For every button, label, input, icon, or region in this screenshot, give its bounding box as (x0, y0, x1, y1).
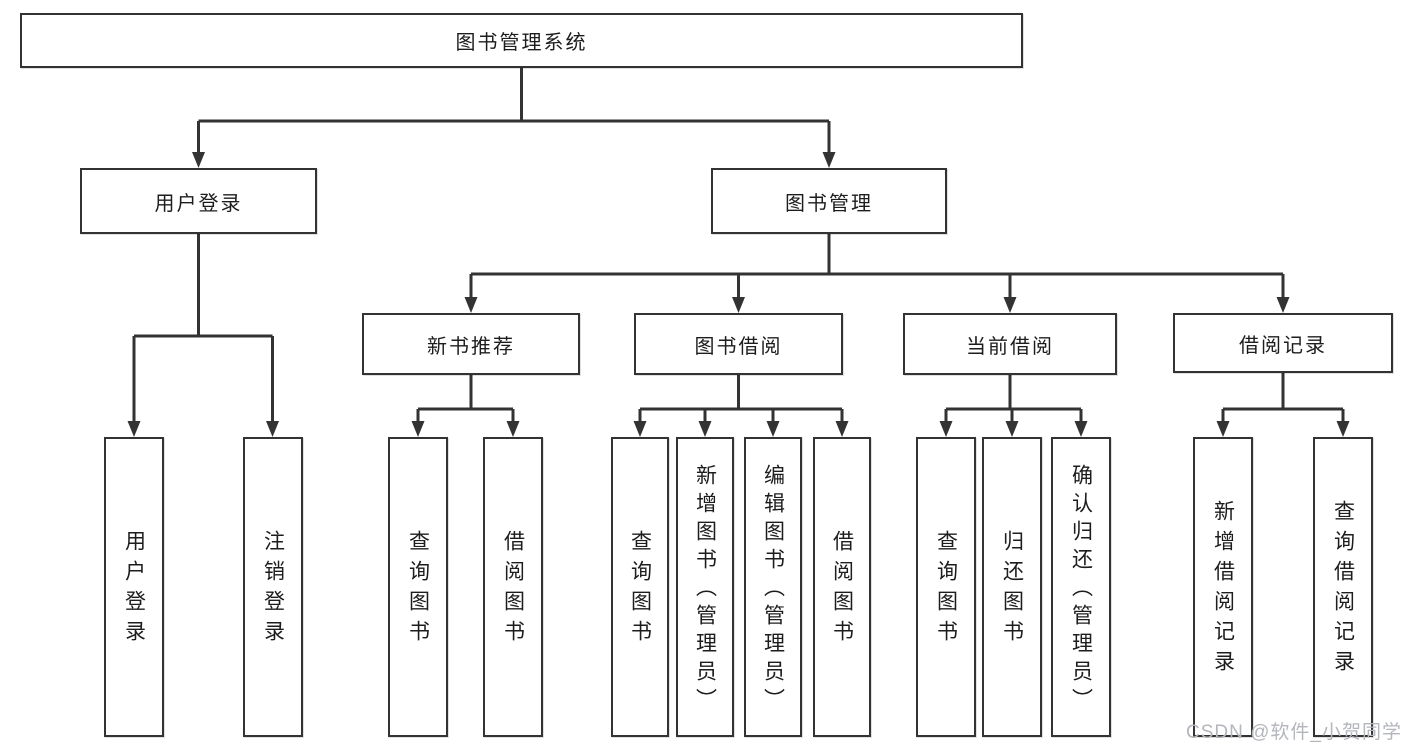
leaf-borrow-query-books-label: 查询图书 (628, 530, 652, 650)
leaf-borrow-borrow-books-label: 借阅图书 (830, 530, 854, 650)
leaf-user-login-label: 用户登录 (122, 530, 146, 650)
connector-login-to-leaves (132, 234, 274, 422)
leaf-edit-book-admin: 编辑图书（管理员） (744, 437, 802, 737)
leaf-add-book-admin: 新增图书（管理员） (676, 437, 734, 737)
leaf-add-borrow-record-label: 新增借阅记录 (1211, 500, 1235, 680)
node-borrow-records: 借阅记录 (1173, 313, 1393, 373)
leaf-recommend-query-books: 查询图书 (388, 437, 448, 737)
node-user-login-label: 用户登录 (154, 192, 243, 215)
node-new-book-recommend: 新书推荐 (362, 313, 580, 375)
leaf-logout: 注销登录 (243, 437, 303, 737)
node-root-library-system: 图书管理系统 (20, 13, 1023, 68)
connector-current-to-leaves (944, 375, 1083, 422)
node-user-login: 用户登录 (80, 168, 317, 234)
connector-borrow-to-leaves (638, 375, 844, 422)
leaf-recommend-borrow-books: 借阅图书 (483, 437, 543, 737)
node-book-borrow-label: 图书借阅 (694, 335, 783, 358)
node-current-borrow-label: 当前借阅 (966, 335, 1054, 358)
leaf-confirm-return-admin-label: 确认归还（管理员） (1069, 464, 1093, 716)
node-book-management-label: 图书管理 (785, 192, 873, 215)
leaf-confirm-return-admin: 确认归还（管理员） (1051, 437, 1111, 737)
node-new-book-recommend-label: 新书推荐 (427, 335, 515, 358)
arrowheads (127, 152, 1350, 437)
leaf-recommend-query-books-label: 查询图书 (406, 530, 430, 650)
leaf-edit-book-admin-label: 编辑图书（管理员） (761, 464, 785, 716)
leaf-return-books: 归还图书 (982, 437, 1042, 737)
leaf-borrow-borrow-books: 借阅图书 (813, 437, 871, 737)
connector-records-to-leaves (1221, 373, 1345, 422)
leaf-current-query-books-label: 查询图书 (934, 530, 958, 650)
leaf-query-borrow-record-label: 查询借阅记录 (1331, 500, 1355, 680)
leaf-user-login: 用户登录 (104, 437, 164, 737)
node-borrow-records-label: 借阅记录 (1239, 334, 1327, 357)
connector-root-to-level2 (197, 68, 831, 153)
leaf-recommend-borrow-books-label: 借阅图书 (501, 530, 525, 650)
node-book-borrow: 图书借阅 (634, 313, 843, 375)
node-current-borrow: 当前借阅 (903, 313, 1117, 375)
leaf-logout-label: 注销登录 (261, 530, 285, 650)
leaf-borrow-query-books: 查询图书 (611, 437, 669, 737)
leaf-return-books-label: 归还图书 (1000, 530, 1024, 650)
leaf-add-book-admin-label: 新增图书（管理员） (693, 464, 717, 716)
node-book-management: 图书管理 (711, 168, 947, 234)
leaf-current-query-books: 查询图书 (916, 437, 976, 737)
leaf-add-borrow-record: 新增借阅记录 (1193, 437, 1253, 737)
node-root-label: 图书管理系统 (455, 32, 588, 54)
csdn-watermark: CSDN @软件_小贺同学 (1186, 722, 1402, 743)
connector-recommend-to-leaves (416, 375, 515, 422)
connector-mgmt-to-level3 (469, 234, 1285, 298)
leaf-query-borrow-record: 查询借阅记录 (1313, 437, 1373, 737)
